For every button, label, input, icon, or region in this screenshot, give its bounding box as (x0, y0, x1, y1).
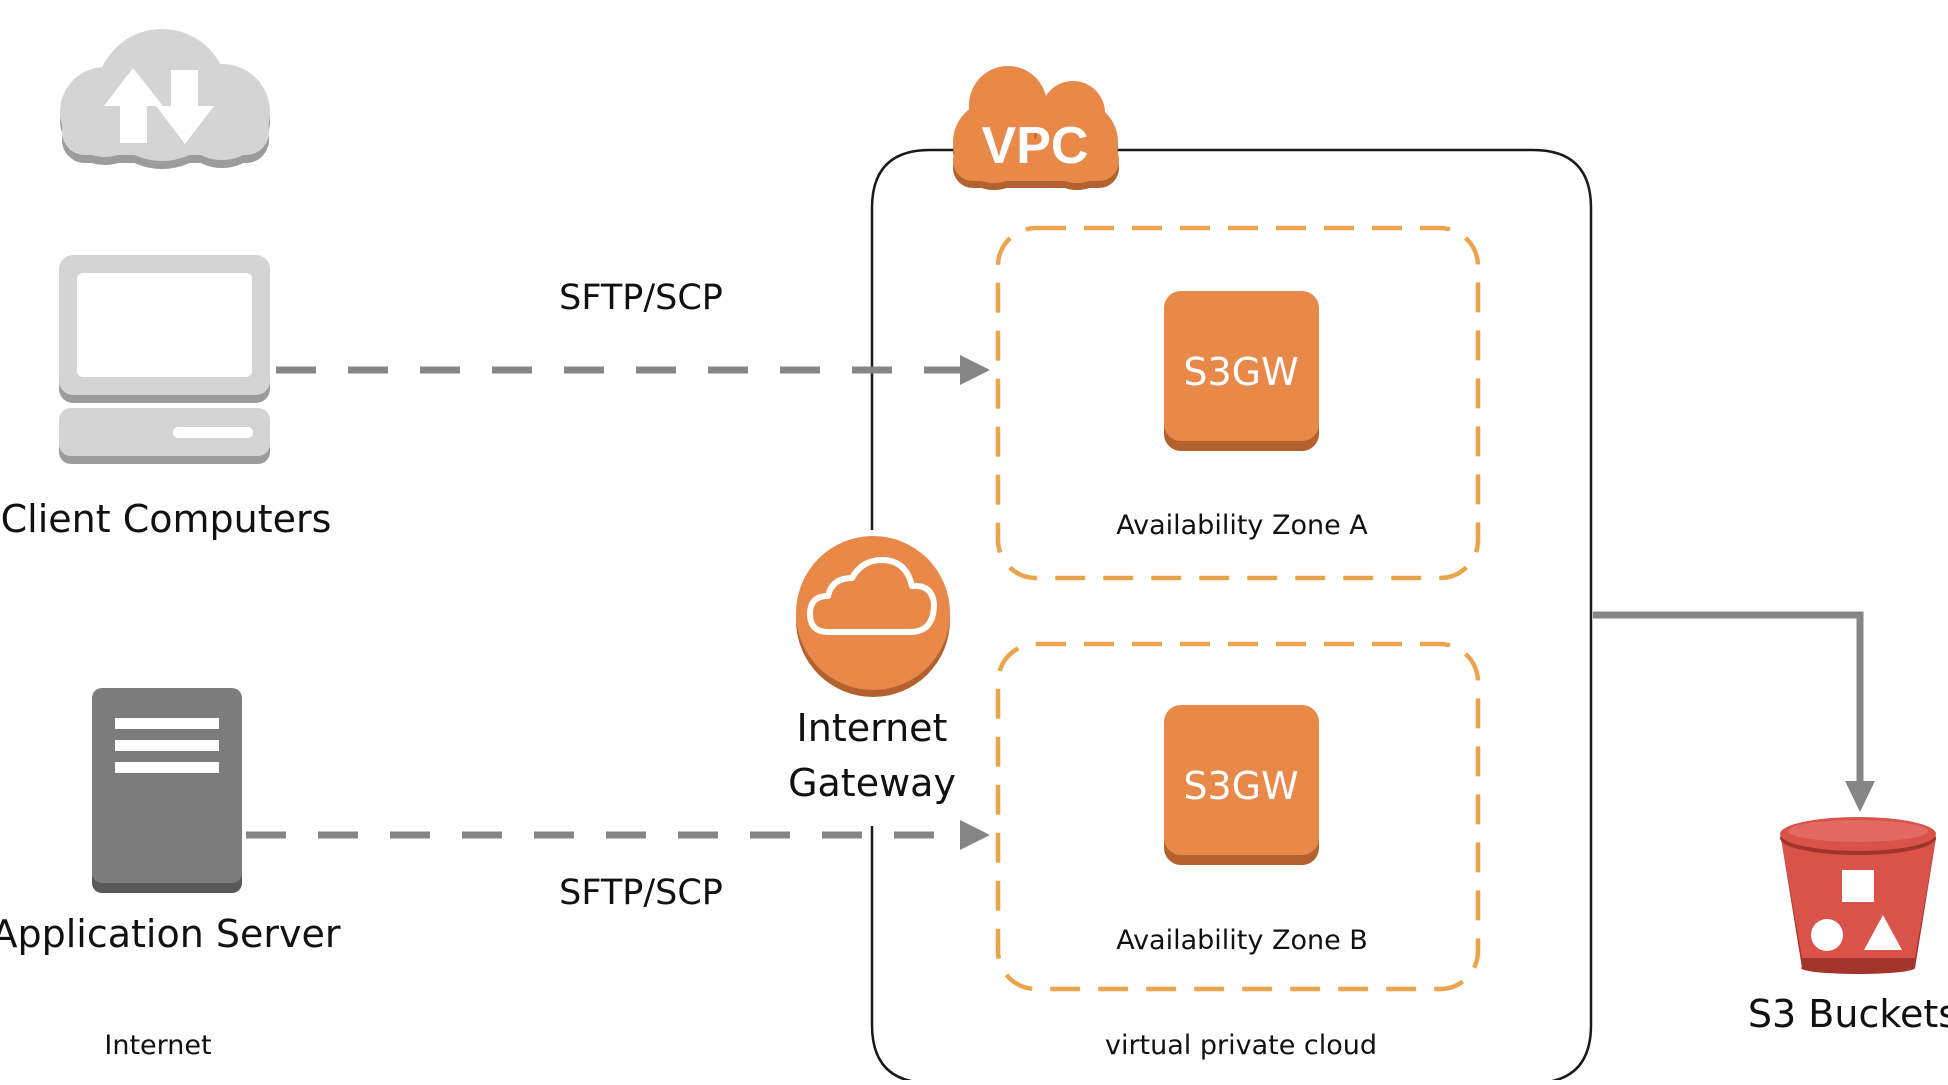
vpc-badge-label: VPC (982, 117, 1089, 175)
s3-buckets-label: S3 Buckets (1747, 992, 1948, 1036)
sftp-label-top: SFTP/SCP (559, 278, 723, 318)
internet-label: Internet (104, 1030, 212, 1061)
cloud-up-down-icon (60, 29, 270, 169)
vpc-to-s3-connector (1593, 611, 1864, 783)
internet-gateway-label-line1: Internet (796, 706, 948, 750)
s3gw-a-label: S3GW (1183, 350, 1298, 394)
s3gw-b-icon: S3GW (1164, 705, 1319, 865)
internet-gateway-label-line2: Gateway (788, 761, 956, 805)
application-server-label: Application Server (0, 912, 341, 956)
availability-zone-b-label: Availability Zone B (1116, 925, 1368, 956)
sftp-label-bottom: SFTP/SCP (559, 873, 723, 913)
client-computers-label: Client Computers (0, 497, 332, 541)
server-icon (92, 688, 242, 893)
s3gw-a-icon: S3GW (1164, 291, 1319, 451)
vpc-boundary (870, 148, 1593, 1085)
laptop-icon (59, 255, 270, 464)
availability-zone-b (995, 641, 1481, 992)
arrowhead-top (960, 355, 990, 385)
arrowhead-bottom (960, 820, 990, 850)
internet-gateway-icon (796, 536, 950, 697)
availability-zone-a-label: Availability Zone A (1116, 510, 1368, 541)
vpc-badge-icon: VPC (953, 66, 1119, 190)
s3gw-b-label: S3GW (1183, 764, 1298, 808)
availability-zone-a (995, 225, 1481, 581)
arrowhead-s3 (1845, 781, 1875, 812)
vpc-caption-label: virtual private cloud (1104, 1030, 1378, 1061)
s3-bucket-icon (1780, 817, 1936, 974)
